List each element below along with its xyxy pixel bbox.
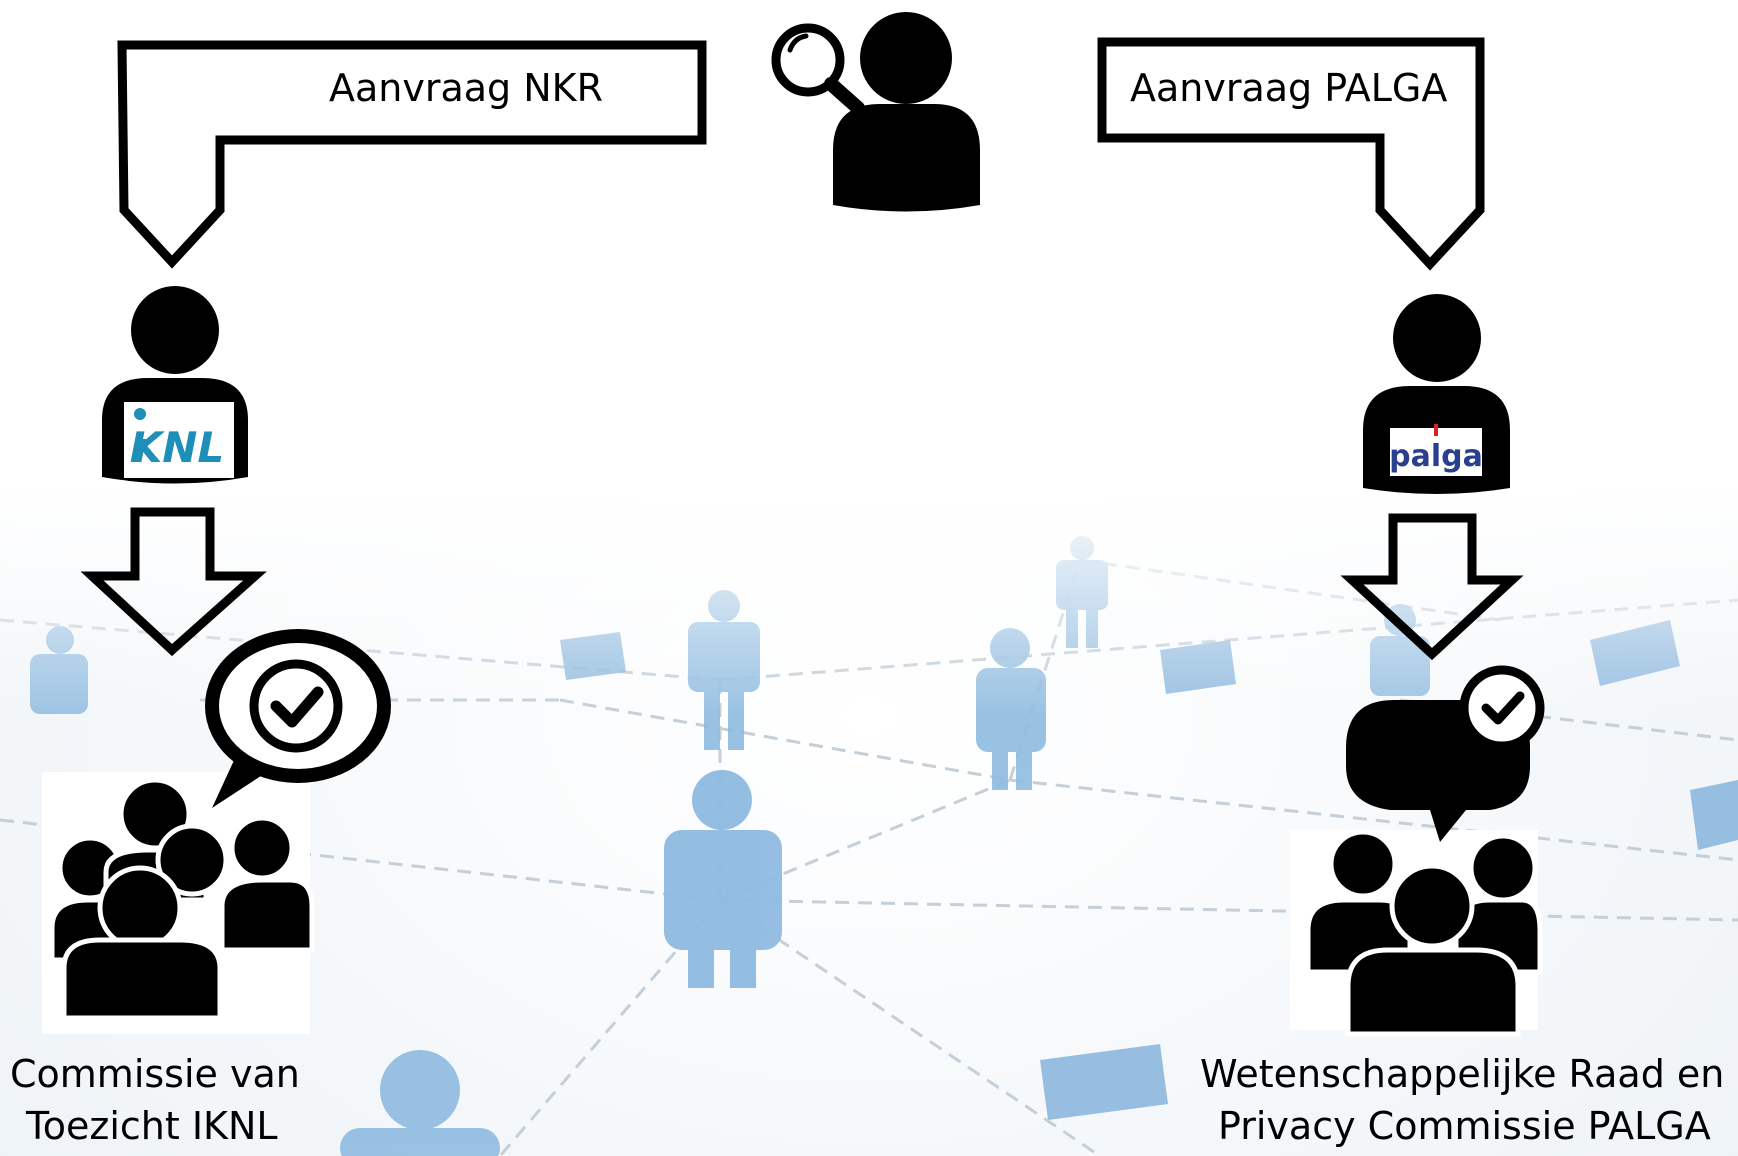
nkr-request-arrow	[117, 40, 707, 269]
checkmark-icon	[270, 686, 324, 728]
palga-down-arrow	[1340, 513, 1524, 661]
iknl-logo-i: ı	[133, 423, 147, 472]
palga-logo: palga	[1389, 439, 1483, 474]
iknl-logo-dot	[134, 408, 146, 420]
palga-request-arrow	[1097, 37, 1485, 271]
iknl-logo: KNL	[130, 423, 224, 472]
iknl-down-arrow	[80, 507, 267, 657]
palga-committee-icon	[1290, 665, 1545, 1037]
people-group-icon	[49, 777, 315, 1021]
researcher-icon	[771, 12, 980, 212]
palga-request-label: Aanvraag PALGA	[1130, 66, 1448, 110]
people-group-icon	[1305, 829, 1543, 1037]
nkr-request-label: Aanvraag NKR	[329, 66, 603, 110]
checkmark-icon	[1481, 691, 1525, 725]
iknl-committee-label-line1: Commissie van	[10, 1052, 300, 1096]
approval-speech-bubble-icon	[1346, 665, 1545, 842]
iknl-committee-label-line2: Toezicht IKNL	[26, 1104, 278, 1148]
palga-logo-accent	[1434, 424, 1438, 436]
iknl-person-icon	[102, 286, 248, 484]
palga-person-icon	[1363, 294, 1510, 494]
approval-speech-bubble-icon	[205, 629, 391, 808]
palga-committee-label-line1: Wetenschappelijke Raad en	[1200, 1052, 1725, 1096]
palga-committee-label-line2: Privacy Commissie PALGA	[1218, 1104, 1711, 1148]
magnifying-glass-icon	[771, 23, 865, 115]
iknl-committee-icon	[42, 629, 391, 1034]
